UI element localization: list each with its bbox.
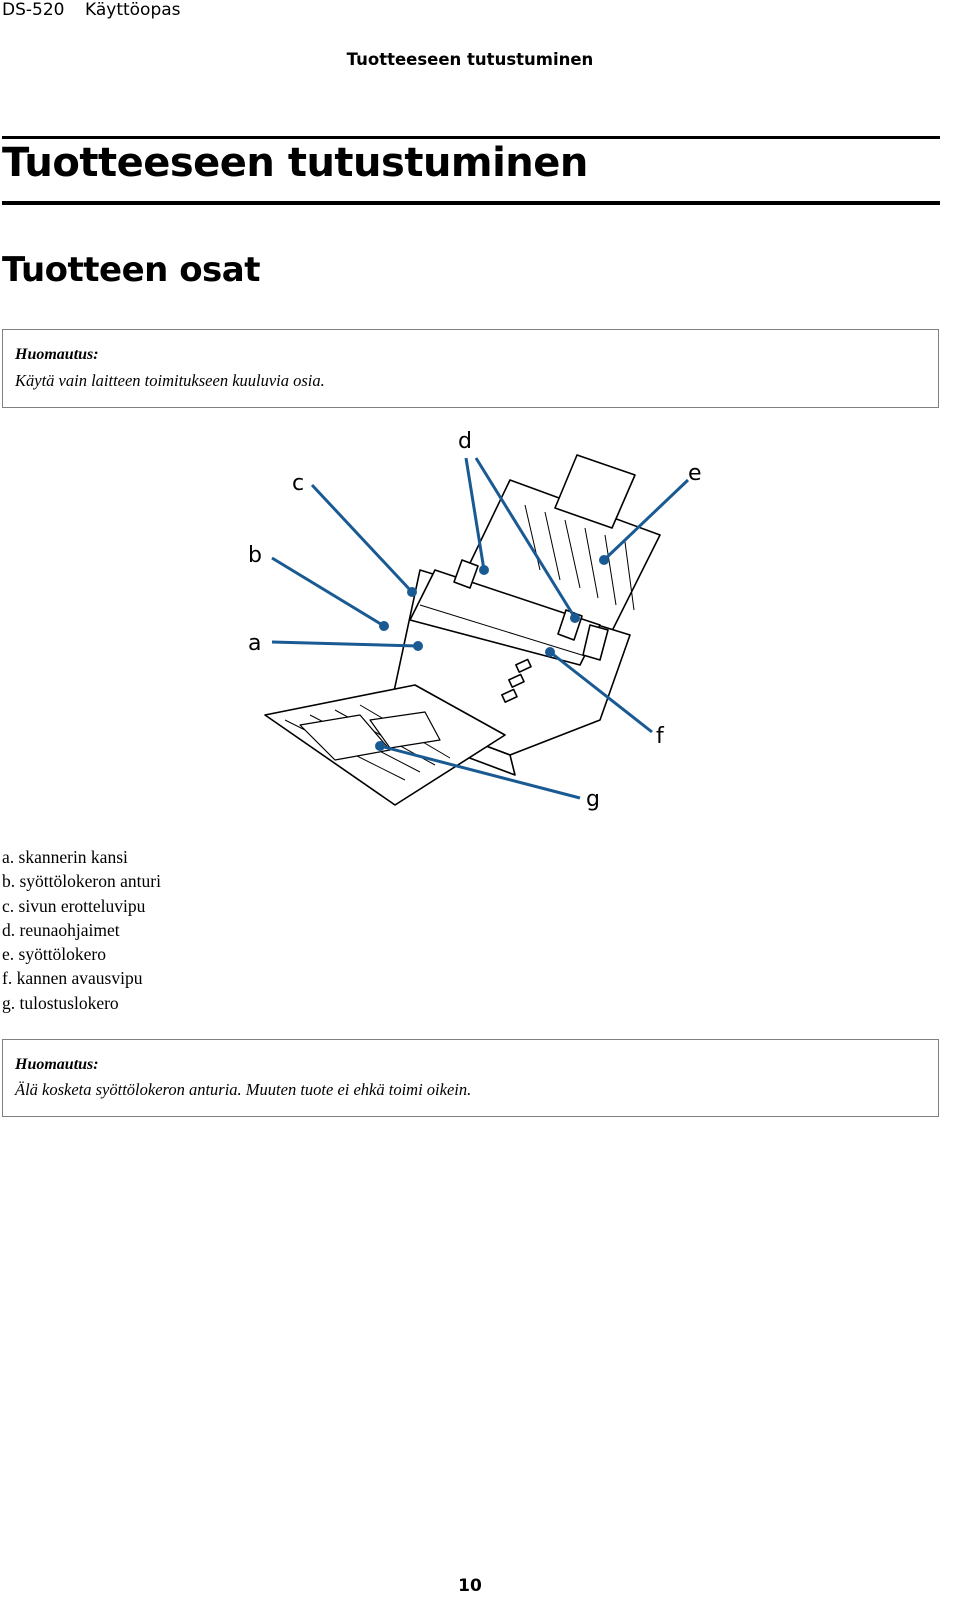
legend-item: d. reunaohjaimet [2,919,120,940]
callout-label-e: e [688,461,702,486]
callout-dot-d1 [479,565,489,575]
header-model: DS-520 [2,0,65,20]
section-title: Tuotteen osat [2,250,260,290]
callout-dot-a [413,641,423,651]
callout-lines [271,457,690,800]
callout-dot-b [379,621,389,631]
callout-dot-f [545,647,555,657]
note-heading: Huomautus: [15,1056,99,1073]
chapter-rule-bottom [2,201,940,205]
chapter-title: Tuotteeseen tutustuminen [2,140,588,186]
note-heading: Huomautus: [15,346,99,363]
legend-item: g. tulostuslokero [2,992,119,1013]
legend-item: a. skannerin kansi [2,847,128,867]
page-number: 10 [458,1576,482,1596]
callout-dot-d2 [570,613,580,623]
callout-label-f: f [656,724,665,749]
callout-label-a: a [248,631,261,656]
note-text: Älä kosketa syöttölokeron anturia. Muute… [15,1080,472,1099]
header-guide-title: Käyttöopas [85,0,181,20]
header-section-title: Tuotteeseen tutustuminen [346,50,594,69]
legend-item: b. syöttölokeron anturi [2,871,161,892]
callout-dot-c [407,587,417,597]
note-box: Huomautus: Älä kosketa syöttölokeron ant… [2,1039,939,1117]
callout-dot-g [375,741,385,751]
callout-letters: a b c d e f g [248,429,702,812]
callout-label-c: c [292,471,304,496]
callout-label-d: d [458,429,472,454]
legend-item: c. sivun erotteluvipu [2,895,146,916]
callout-label-b: b [248,543,262,568]
scanner-illustration [264,454,661,806]
note-text: Käytä vain laitteen toimitukseen kuuluvi… [15,371,325,390]
chapter-rule-top [2,136,940,139]
legend-item: e. syöttölokero [2,944,107,965]
parts-legend: a. skannerin kansi b. syöttölokeron antu… [2,845,161,1015]
callout-dot-e [599,555,609,565]
callout-label-g: g [586,787,600,812]
legend-item: f. kannen avausvipu [2,968,143,989]
scanner-parts-diagram: a b c d e f g [240,420,720,820]
note-box: Huomautus: Käytä vain laitteen toimituks… [2,329,939,408]
